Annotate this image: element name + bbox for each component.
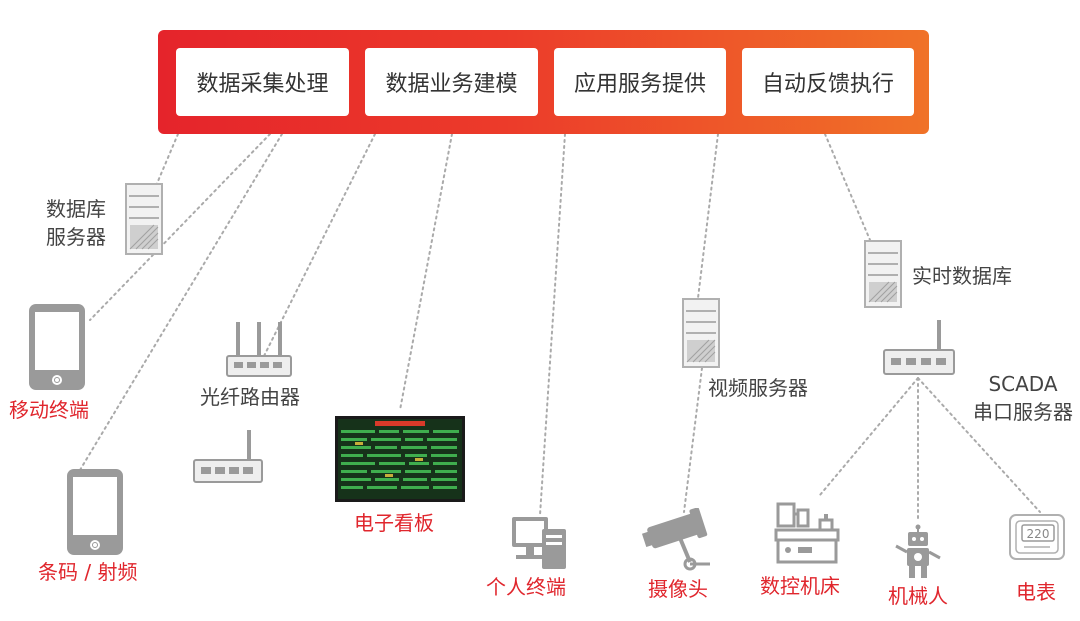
- cnc-machine-icon: [774, 502, 840, 564]
- meter-reading: 220: [1027, 527, 1050, 541]
- realtime-db-label: 实时数据库: [912, 264, 1012, 288]
- scanner-tablet-icon: [67, 469, 123, 555]
- line-cnc: [819, 377, 919, 496]
- realtime-db-icon: [864, 240, 902, 308]
- switch-icon: [193, 430, 263, 483]
- video-server-icon: [682, 298, 720, 368]
- meter-label: 电表: [1016, 580, 1056, 604]
- video-server-label: 视频服务器: [708, 376, 808, 400]
- router-icon: [226, 322, 292, 377]
- fiber-router-label: 光纤路由器: [200, 385, 300, 409]
- robot-label: 机械人: [888, 584, 948, 608]
- line-mobile: [89, 133, 271, 321]
- line-barcode: [79, 133, 283, 471]
- e-board-label: 电子看板: [354, 511, 434, 535]
- e-board-icon: [335, 416, 465, 502]
- db-server-label: 数据库服务器: [46, 197, 106, 249]
- module-data-modeling[interactable]: 数据业务建模: [365, 48, 538, 116]
- meter-icon: 220: [1009, 514, 1065, 560]
- scada-switch-icon: [883, 320, 955, 375]
- line-realtime-db: [824, 133, 871, 241]
- camera-icon: [642, 508, 710, 571]
- module-auto-feedback[interactable]: 自动反馈执行: [742, 48, 914, 116]
- robot-icon: [895, 524, 941, 578]
- camera-label: 摄像头: [648, 577, 708, 601]
- pc-icon: [512, 517, 566, 569]
- barcode-rfid-label: 条码 / 射频: [38, 560, 138, 584]
- line-personal: [539, 133, 566, 516]
- tablet-icon: [29, 304, 85, 390]
- line-eboard: [399, 133, 453, 411]
- mobile-terminal-label: 移动终端: [9, 398, 89, 422]
- db-server-icon: [125, 183, 163, 255]
- cnc-label: 数控机床: [760, 574, 840, 598]
- module-app-service[interactable]: 应用服务提供: [554, 48, 726, 116]
- personal-terminal-label: 个人终端: [486, 575, 566, 599]
- line-meter: [917, 377, 1041, 513]
- module-data-collection[interactable]: 数据采集处理: [176, 48, 349, 116]
- platform-banner: 数据采集处理 数据业务建模 应用服务提供 自动反馈执行: [158, 30, 929, 134]
- line-video: [697, 133, 719, 299]
- line-camera: [683, 367, 703, 513]
